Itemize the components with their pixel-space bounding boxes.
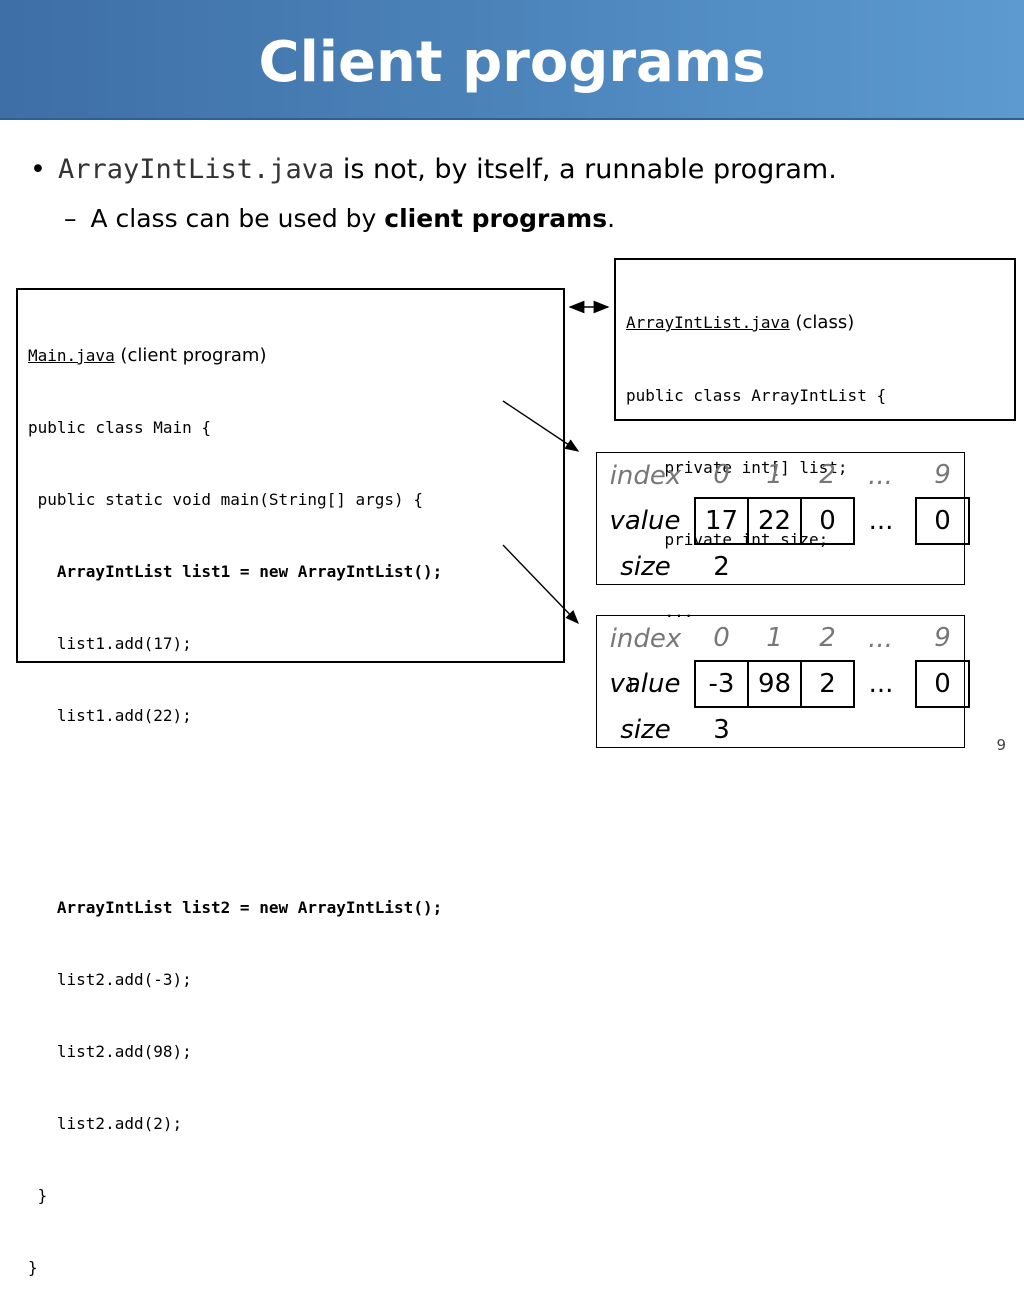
value-ellipsis: ... xyxy=(868,669,894,699)
code-gap xyxy=(28,776,553,848)
bullet-1: • ArrayIntList.java is not, by itself, a … xyxy=(30,150,837,190)
bullet-1-text: is not, by itself, a runnable program. xyxy=(334,154,837,185)
value-ellipsis: ... xyxy=(868,506,894,536)
size-label: size xyxy=(620,714,671,745)
size-value: 3 xyxy=(713,715,730,745)
index-cell: 9 xyxy=(934,623,951,653)
index-cell: 9 xyxy=(934,460,951,490)
bullet-dot: • xyxy=(30,154,46,185)
code-line: public static void main(String[] args) { xyxy=(28,490,423,509)
main-box-header: Main.java (client program) xyxy=(28,344,553,368)
bullet-2-text: A class can be used by xyxy=(90,204,385,233)
array1-size-row: size 2 xyxy=(596,544,969,589)
index-cell: 0 xyxy=(713,623,730,653)
code-line: list1.add(17); xyxy=(28,634,192,653)
index-cell: 1 xyxy=(766,623,783,653)
index-cell: 2 xyxy=(819,460,836,490)
class-box-header: ArrayIntList.java (class) xyxy=(626,310,1004,336)
code-line-list2-decl: ArrayIntList list2 = new ArrayIntList(); xyxy=(28,898,443,917)
title-bar: Client programs xyxy=(0,0,1024,120)
list1-arrow xyxy=(502,400,580,452)
value-cell: 17 xyxy=(694,497,749,545)
main-java-code-box: Main.java (client program) public class … xyxy=(16,288,565,1277)
code-line: ... xyxy=(626,602,694,621)
value-cell: 0 xyxy=(915,660,970,708)
value-cell: 98 xyxy=(747,660,802,708)
value-label: value xyxy=(609,506,681,536)
array1-index-row: index 0 1 2 ... 9 xyxy=(596,453,969,498)
size-value: 2 xyxy=(713,552,730,582)
value-cell: 2 xyxy=(800,660,855,708)
class-code-box: ArrayIntList.java (class) public class A… xyxy=(614,258,1016,693)
code-line: private int[] list; xyxy=(626,458,848,477)
main-filename: Main.java xyxy=(28,346,115,365)
value-label: value xyxy=(609,669,681,699)
page-number: 9 xyxy=(996,736,1006,754)
code-line: list2.add(-3); xyxy=(28,970,192,989)
index-label: index xyxy=(609,460,682,491)
array2-table: index 0 1 2 ... 9 value -3 98 2 ... 0 si… xyxy=(596,616,970,752)
size-label: size xyxy=(620,551,671,582)
array2-index-row: index 0 1 2 ... 9 xyxy=(596,616,969,661)
class-filename: ArrayIntList.java xyxy=(626,313,790,332)
array2-size-row: size 3 xyxy=(596,707,969,752)
code-line: list1.add(22); xyxy=(28,706,192,725)
bullet-2-bold: client programs xyxy=(384,204,608,233)
bullet-2: –A class can be used by client programs. xyxy=(64,199,615,239)
array1-table: index 0 1 2 ... 9 value 17 22 0 ... 0 si… xyxy=(596,453,970,589)
code-line: } xyxy=(28,1258,38,1277)
value-cell: -3 xyxy=(694,660,749,708)
value-cell: 22 xyxy=(747,497,802,545)
index-cell: ... xyxy=(868,460,893,491)
main-caption: (client program) xyxy=(114,345,267,366)
index-cell: 2 xyxy=(819,623,836,653)
code-line: list2.add(98); xyxy=(28,1042,192,1061)
code-line: public class Main { xyxy=(28,418,212,437)
value-cell: 0 xyxy=(915,497,970,545)
index-cell: 1 xyxy=(766,460,783,490)
code-line: public class ArrayIntList { xyxy=(626,386,887,405)
code-line: } xyxy=(28,1186,48,1205)
slide-title: Client programs xyxy=(258,30,766,95)
index-label: index xyxy=(609,623,682,654)
code-line-list1-decl: ArrayIntList list1 = new ArrayIntList(); xyxy=(28,562,443,581)
bullet-1-code: ArrayIntList.java xyxy=(57,154,335,185)
value-cell: 0 xyxy=(800,497,855,545)
list2-arrow xyxy=(502,544,579,625)
code-line: list2.add(2); xyxy=(28,1114,183,1133)
bullet-dash: – xyxy=(64,204,77,233)
class-caption: (class) xyxy=(789,312,855,333)
code-line: } xyxy=(626,674,636,693)
array2-value-row: value -3 98 2 ... 0 xyxy=(596,660,970,708)
index-cell: 0 xyxy=(713,460,730,490)
index-cell: ... xyxy=(868,623,893,654)
bullet-2-end: . xyxy=(607,204,616,233)
arrows-overlay xyxy=(502,300,610,625)
array1-value-row: value 17 22 0 ... 0 xyxy=(596,497,970,545)
